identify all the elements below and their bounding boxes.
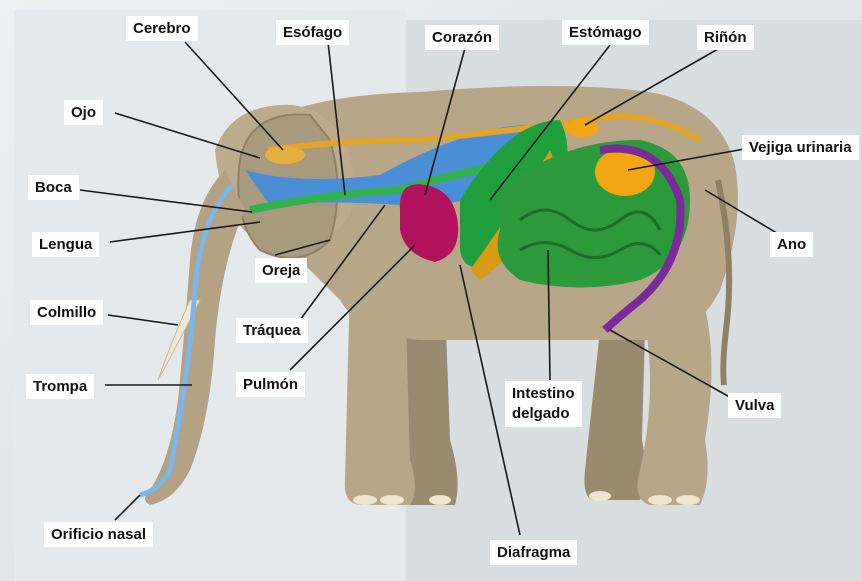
label-oreja: Oreja [255, 258, 307, 283]
label-intestino-line1: Intestino [512, 384, 575, 404]
label-diafragma: Diafragma [490, 540, 577, 565]
label-rinon: Riñón [697, 25, 754, 50]
label-traquea: Tráquea [236, 318, 308, 343]
label-vulva: Vulva [728, 393, 781, 418]
label-estomago: Estómago [562, 20, 649, 45]
label-orificio-nasal: Orificio nasal [44, 522, 153, 547]
label-trompa: Trompa [26, 374, 94, 399]
label-cerebro: Cerebro [126, 16, 198, 41]
label-intestino-line2: delgado [512, 404, 575, 424]
label-boca: Boca [28, 175, 79, 200]
label-vejiga-urinaria: Vejiga urinaria [742, 135, 859, 160]
label-corazon: Corazón [425, 25, 499, 50]
label-intestino-delgado: Intestino delgado [505, 381, 582, 427]
label-ojo: Ojo [64, 100, 103, 125]
label-esofago: Esófago [276, 20, 349, 45]
label-ano: Ano [770, 232, 813, 257]
label-pulmon: Pulmón [236, 372, 305, 397]
label-colmillo: Colmillo [30, 300, 103, 325]
label-lengua: Lengua [32, 232, 99, 257]
brain-shape [265, 146, 305, 164]
kidney-shape [565, 119, 599, 137]
